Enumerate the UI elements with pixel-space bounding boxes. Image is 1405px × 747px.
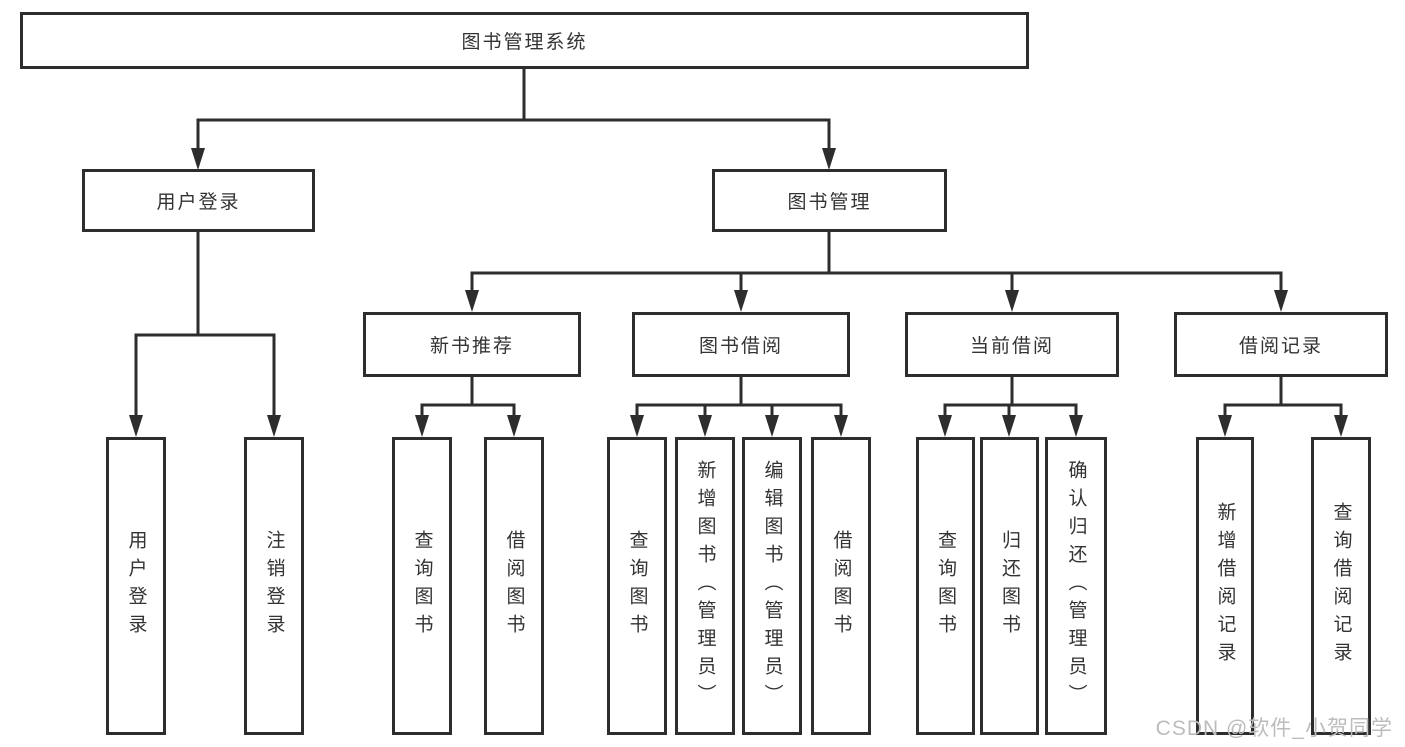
leaf-current-query-label: 查询图书 bbox=[935, 530, 956, 642]
leaf-user-login: 用户登录 bbox=[106, 437, 166, 735]
leaf-logout-label: 注销登录 bbox=[263, 530, 285, 642]
leaf-current-return-label: 归还图书 bbox=[999, 530, 1020, 642]
leaf-user-login-label: 用户登录 bbox=[125, 530, 147, 642]
leaf-records-query-label: 查询借阅记录 bbox=[1330, 502, 1352, 670]
leaf-borrowing-edit-admin-label: 编辑图书（管理员） bbox=[761, 460, 783, 712]
leaf-borrowing-query: 查询图书 bbox=[607, 437, 667, 735]
node-book-management: 图书管理 bbox=[712, 169, 947, 232]
leaf-newbooks-borrow: 借阅图书 bbox=[484, 437, 544, 735]
leaf-records-add: 新增借阅记录 bbox=[1196, 437, 1254, 735]
leaf-borrowing-add-admin: 新增图书（管理员） bbox=[675, 437, 735, 735]
csdn-watermark: CSDN @软件_小贺同学 bbox=[1155, 717, 1393, 740]
leaf-newbooks-query-label: 查询图书 bbox=[411, 530, 433, 642]
node-book-borrowing: 图书借阅 bbox=[632, 312, 850, 377]
leaf-current-return: 归还图书 bbox=[980, 437, 1039, 735]
node-new-book-recommend-label: 新书推荐 bbox=[429, 336, 514, 357]
leaf-borrowing-borrow-label: 借阅图书 bbox=[830, 530, 852, 642]
leaf-newbooks-borrow-label: 借阅图书 bbox=[503, 530, 525, 642]
leaf-borrowing-add-admin-label: 新增图书（管理员） bbox=[694, 460, 716, 712]
node-book-management-label: 图书管理 bbox=[787, 192, 872, 213]
leaf-current-confirm-return-admin: 确认归还（管理员） bbox=[1045, 437, 1107, 735]
node-user-login-branch: 用户登录 bbox=[82, 169, 315, 232]
node-current-borrowing-label: 当前借阅 bbox=[969, 336, 1054, 357]
node-borrow-records-label: 借阅记录 bbox=[1238, 336, 1323, 357]
node-new-book-recommend: 新书推荐 bbox=[363, 312, 581, 377]
leaf-current-query: 查询图书 bbox=[916, 437, 975, 735]
node-root-system: 图书管理系统 bbox=[20, 12, 1029, 69]
leaf-records-query: 查询借阅记录 bbox=[1311, 437, 1371, 735]
node-current-borrowing: 当前借阅 bbox=[905, 312, 1119, 377]
leaf-logout: 注销登录 bbox=[244, 437, 304, 735]
node-borrow-records: 借阅记录 bbox=[1174, 312, 1388, 377]
leaf-records-add-label: 新增借阅记录 bbox=[1214, 502, 1236, 670]
leaf-newbooks-query: 查询图书 bbox=[392, 437, 452, 735]
leaf-borrowing-borrow: 借阅图书 bbox=[811, 437, 871, 735]
leaf-current-confirm-return-admin-label: 确认归还（管理员） bbox=[1065, 460, 1087, 712]
leaf-borrowing-edit-admin: 编辑图书（管理员） bbox=[742, 437, 802, 735]
node-book-borrowing-label: 图书借阅 bbox=[698, 336, 783, 357]
leaf-borrowing-query-label: 查询图书 bbox=[626, 530, 648, 642]
node-root-label: 图书管理系统 bbox=[461, 32, 588, 53]
node-user-login-label: 用户登录 bbox=[156, 192, 241, 213]
